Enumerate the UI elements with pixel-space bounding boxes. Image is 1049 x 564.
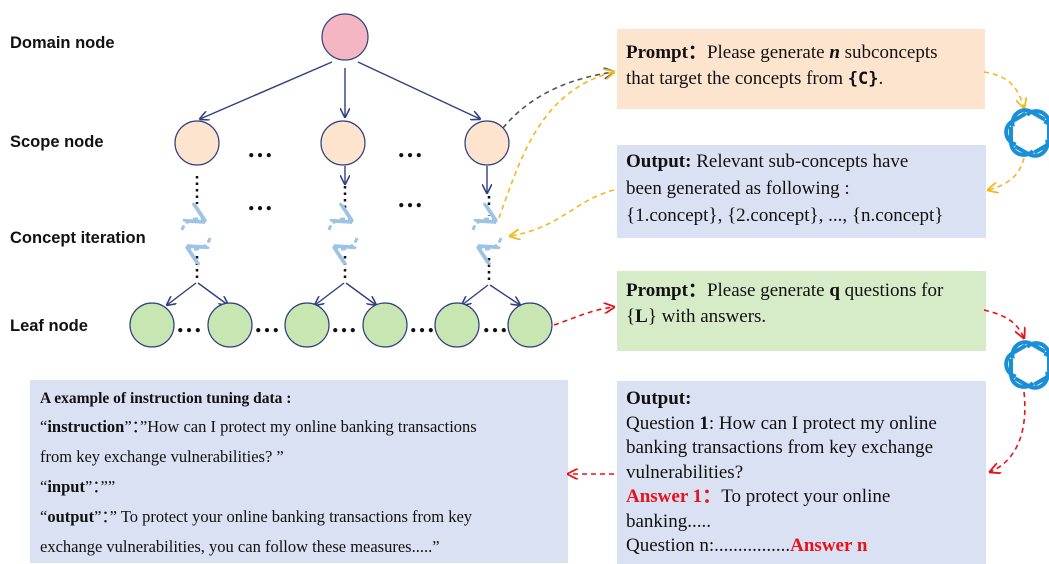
red-arrows — [553, 307, 1025, 474]
leaf-node — [129, 302, 175, 348]
label-concept-iteration: Concept iteration — [10, 229, 146, 247]
key-instruction: instruction — [47, 417, 125, 436]
label-domain-node: Domain node — [10, 34, 115, 52]
scope-node — [320, 120, 366, 166]
prompt-text: Please generate — [706, 42, 830, 63]
domain-node — [321, 13, 369, 61]
output-text: been generated as following : — [626, 178, 850, 199]
ellipsis: … — [176, 309, 202, 338]
key-output: output — [47, 507, 95, 526]
leaf-node — [507, 302, 553, 348]
prompt-label: Prompt — [626, 280, 688, 301]
token-l: L — [635, 306, 648, 327]
ellipsis: … — [247, 187, 273, 216]
ellipsis: … — [397, 184, 423, 213]
leaf-edges — [167, 282, 520, 305]
answer-text: To protect your online — [721, 486, 891, 507]
output-label: Output: — [626, 388, 692, 409]
question-text: banking transactions from key exchange — [626, 437, 934, 458]
prompt-colon: ： — [687, 42, 707, 63]
leaf-node — [207, 302, 253, 348]
ellipsis: … — [409, 309, 435, 338]
openai-icon — [1002, 338, 1049, 393]
ellipsis: … — [254, 309, 280, 338]
answer-n-label: Answer n — [790, 535, 868, 556]
prompt-text: subconcepts — [839, 42, 938, 63]
root-edges — [200, 61, 480, 119]
dotted-connectors — [195, 176, 491, 284]
output-value: ”：” To protect your online banking trans… — [94, 507, 473, 526]
leaf-node — [284, 302, 330, 348]
quote: “ — [40, 507, 48, 526]
cycle-icon — [473, 219, 501, 249]
prompt-box-subconcepts: Prompt：Please generate n subconcepts tha… — [617, 29, 985, 109]
output-box-subconcepts: Output: Relevant sub-concepts have been … — [617, 145, 986, 238]
key-input: input — [47, 477, 85, 496]
openai-icon — [1002, 106, 1049, 161]
brace: { — [626, 306, 636, 327]
ellipsis: … — [482, 309, 508, 338]
output-box-questions: Output: Question 1: How can I protect my… — [617, 381, 986, 564]
answer-label: Answer 1 — [626, 486, 703, 507]
scope-node — [464, 120, 510, 166]
ellipsis: … — [247, 134, 273, 163]
leaf-node — [362, 302, 408, 348]
var-q: q — [829, 280, 840, 301]
prompt-colon: ： — [687, 280, 707, 301]
prompt-text: } with answers. — [647, 306, 767, 327]
quote: “ — [40, 417, 48, 436]
output-text: Relevant sub-concepts have — [691, 151, 909, 172]
prompt-text: Please generate — [706, 280, 830, 301]
label-scope-node: Scope node — [10, 133, 104, 151]
input-value: ”：”” — [84, 477, 116, 496]
var-n: n — [829, 42, 840, 63]
cycle-icon — [182, 219, 210, 249]
ellipsis-marks: … … … … … … … … … — [176, 134, 508, 338]
quote: “ — [40, 477, 48, 496]
label-leaf-node: Leaf node — [10, 317, 88, 335]
leaf-nodes — [129, 302, 553, 348]
yellow-arrows — [498, 72, 1024, 236]
cycle-icon — [329, 219, 357, 249]
answer-text: banking..... — [626, 510, 711, 532]
scope-node — [174, 120, 220, 166]
instruction-value: ”：”How can I protect my online banking t… — [124, 417, 477, 436]
prompt-text: . — [878, 68, 884, 89]
question-text: : How can I protect my online — [708, 412, 937, 434]
question-text: Question — [626, 412, 700, 434]
prompt-text: that target the concepts from — [626, 68, 848, 89]
ellipsis: … — [397, 134, 423, 163]
token-c: {C} — [847, 69, 879, 89]
output-value: exchange vulnerabilities, you can follow… — [40, 537, 440, 556]
leaf-node — [434, 302, 480, 348]
prompt-label: Prompt — [626, 42, 688, 63]
scope-nodes — [174, 120, 510, 166]
prompt-box-questions: Prompt：Please generate q questions for {… — [617, 271, 986, 351]
output-text: {1.concept}, {2.concept}, ..., {n.concep… — [626, 205, 944, 226]
ellipsis: … — [331, 309, 357, 338]
answer-colon: ： — [702, 486, 722, 507]
dashed-arrow-gray — [502, 72, 614, 129]
prompt-text: questions for — [839, 280, 944, 301]
instruction-value: from key exchange vulnerabilities? ” — [40, 447, 284, 466]
example-title: A example of instruction tuning data : — [40, 390, 292, 407]
example-box: A example of instruction tuning data : “… — [30, 380, 568, 563]
question-n-text: Question n:................ — [626, 535, 791, 556]
question-text: vulnerabilities? — [626, 461, 744, 483]
output-label: Output: — [626, 151, 692, 172]
question-number: 1 — [699, 412, 709, 434]
